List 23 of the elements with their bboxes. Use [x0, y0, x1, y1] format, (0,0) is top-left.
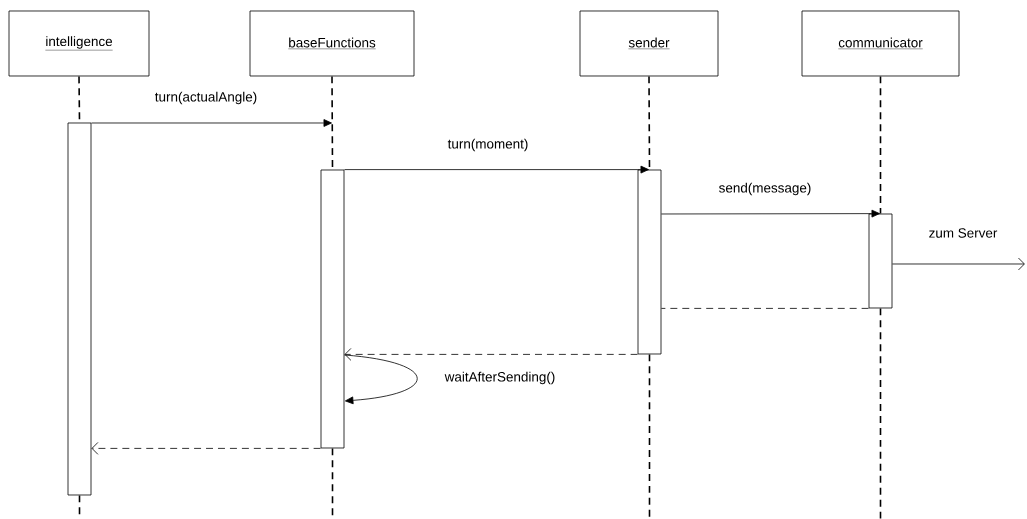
activation-bar: [637, 169, 662, 355]
edge-label: zum Server: [929, 228, 998, 238]
self-message-arrow: [344, 354, 418, 405]
lifeline: [879, 307, 882, 519]
activation-bar: [67, 122, 92, 496]
message-arrow: [661, 209, 880, 218]
edge-label: turn(actualAngle): [155, 91, 257, 105]
message-arrow: [91, 119, 332, 127]
edge-label: turn(moment): [447, 138, 528, 152]
object-box: communicator: [801, 10, 960, 77]
activation-bar: [868, 213, 893, 309]
edge-label: waitAfterSending(): [444, 371, 555, 385]
return-arrow: [91, 442, 321, 455]
object-box: intelligence: [8, 10, 150, 77]
return-arrow: [344, 348, 638, 361]
object-box: baseFunctions: [249, 10, 415, 77]
activation-bar: [320, 169, 345, 449]
lifeline: [879, 75, 882, 215]
edge-label: send(message): [719, 182, 811, 196]
object-box: sender: [579, 10, 719, 77]
message-arrow: [344, 165, 649, 174]
message-arrow: [892, 257, 1025, 271]
lifeline: [648, 353, 651, 519]
